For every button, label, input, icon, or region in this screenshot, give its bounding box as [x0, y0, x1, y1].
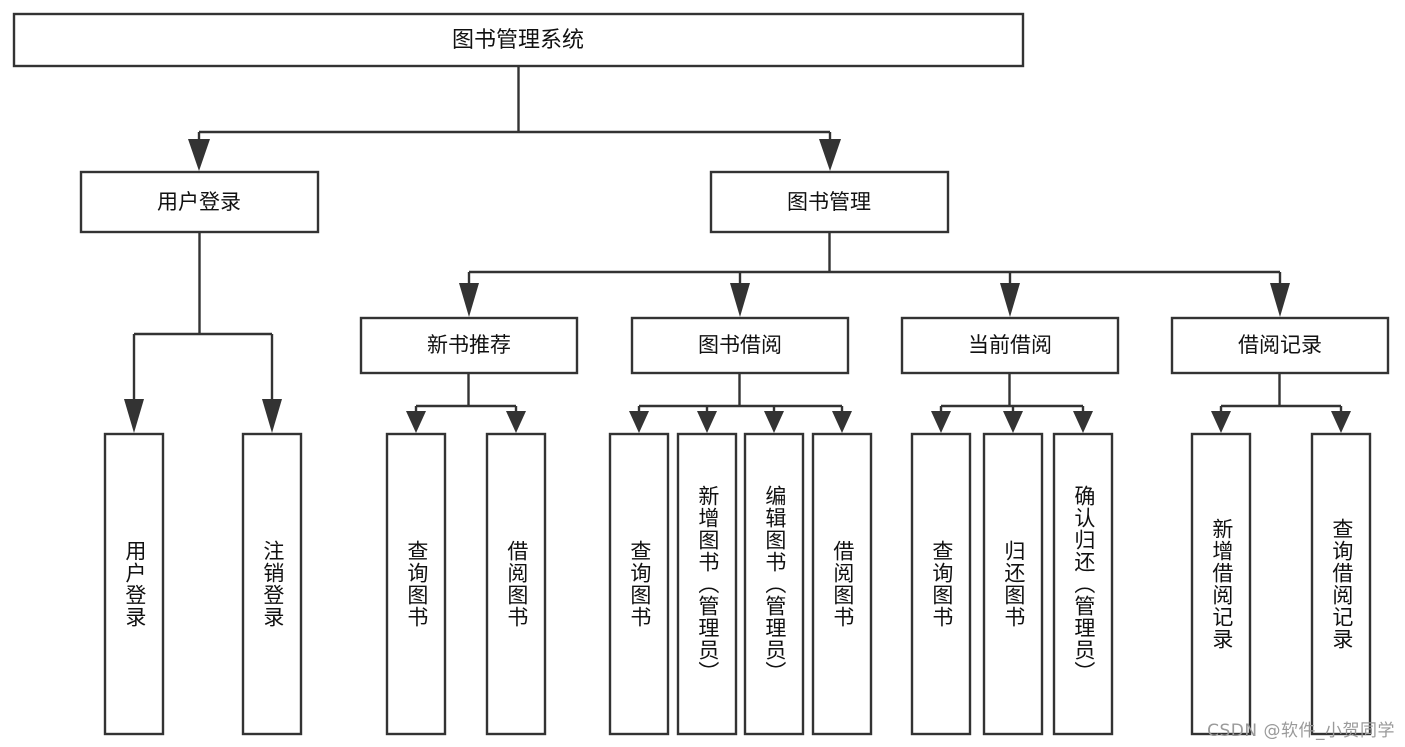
leaf-box-borrow-book-2[interactable]	[811, 432, 873, 736]
arrow-to-leaf-return-book	[1003, 411, 1023, 433]
leaf-box-query-book-3[interactable]	[910, 432, 972, 736]
node-book-borrow[interactable]: 图书借阅	[630, 316, 850, 375]
leaf-box-add-book[interactable]	[676, 432, 738, 736]
connectors	[124, 66, 1351, 433]
arrow-to-leaf-query-book-1	[406, 411, 426, 433]
node-current-borrow[interactable]: 当前借阅	[900, 316, 1120, 375]
node-user-login[interactable]: 用户登录	[79, 170, 320, 234]
book-management-label: 图书管理	[787, 190, 871, 214]
leaf-box-query-book-1[interactable]	[385, 432, 447, 736]
arrow-to-leaf-query-record	[1331, 411, 1351, 433]
leaf-box-query-record[interactable]	[1310, 432, 1372, 736]
leaf-box-edit-book[interactable]	[743, 432, 805, 736]
current-borrow-box[interactable]	[900, 316, 1120, 375]
arrow-to-leaf-add-book	[697, 411, 717, 433]
book-borrow-box[interactable]	[630, 316, 850, 375]
node-borrow-record[interactable]: 借阅记录	[1170, 316, 1390, 375]
node-root-system[interactable]: 图书管理系统	[12, 12, 1025, 68]
book-borrow-label: 图书借阅	[698, 333, 782, 357]
leaf-box-add-record[interactable]	[1190, 432, 1252, 736]
borrow-record-box[interactable]	[1170, 316, 1390, 375]
user-login-box[interactable]	[79, 170, 320, 234]
node-book-management[interactable]: 图书管理	[709, 170, 950, 234]
arrow-to-leaf-borrow-book-2	[832, 411, 852, 433]
leaf-box-confirm-return[interactable]	[1052, 432, 1114, 736]
arrow-to-leaf-add-record	[1211, 411, 1231, 433]
new-book-recommend-label: 新书推荐	[427, 333, 511, 357]
arrow-to-new-book-rec	[459, 283, 479, 317]
arrow-to-leaf-query-book-3	[931, 411, 951, 433]
arrow-to-leaf-confirm-return	[1073, 411, 1093, 433]
arrow-to-leaf-user-login	[124, 399, 144, 433]
arrow-to-borrow-record	[1270, 283, 1290, 317]
arrow-to-book-mgmt	[819, 139, 841, 171]
leaf-box-return-book[interactable]	[982, 432, 1044, 736]
current-borrow-label: 当前借阅	[968, 333, 1052, 357]
new-book-recommend-box[interactable]	[359, 316, 579, 375]
leaf-boxes	[103, 432, 1372, 736]
arrow-to-leaf-edit-book	[764, 411, 784, 433]
arrow-to-leaf-logout	[262, 399, 282, 433]
arrow-to-current-borrow	[1000, 283, 1020, 317]
leaf-box-query-book-2[interactable]	[608, 432, 670, 736]
root-label: 图书管理系统	[452, 28, 584, 53]
arrow-to-leaf-borrow-book-1	[506, 411, 526, 433]
leaf-box-logout[interactable]	[241, 432, 303, 736]
borrow-record-label: 借阅记录	[1238, 333, 1322, 357]
user-login-label: 用户登录	[157, 190, 241, 214]
arrow-to-leaf-query-book-2	[629, 411, 649, 433]
leaf-box-borrow-book-1[interactable]	[485, 432, 547, 736]
root-box[interactable]	[12, 12, 1025, 68]
arrow-to-user-login	[188, 139, 210, 171]
watermark-text: CSDN @软件_小贺同学	[1207, 721, 1395, 741]
node-new-book-recommend[interactable]: 新书推荐	[359, 316, 579, 375]
leaf-box-user-login[interactable]	[103, 432, 165, 736]
arrow-to-book-borrow	[730, 283, 750, 317]
book-management-box[interactable]	[709, 170, 950, 234]
